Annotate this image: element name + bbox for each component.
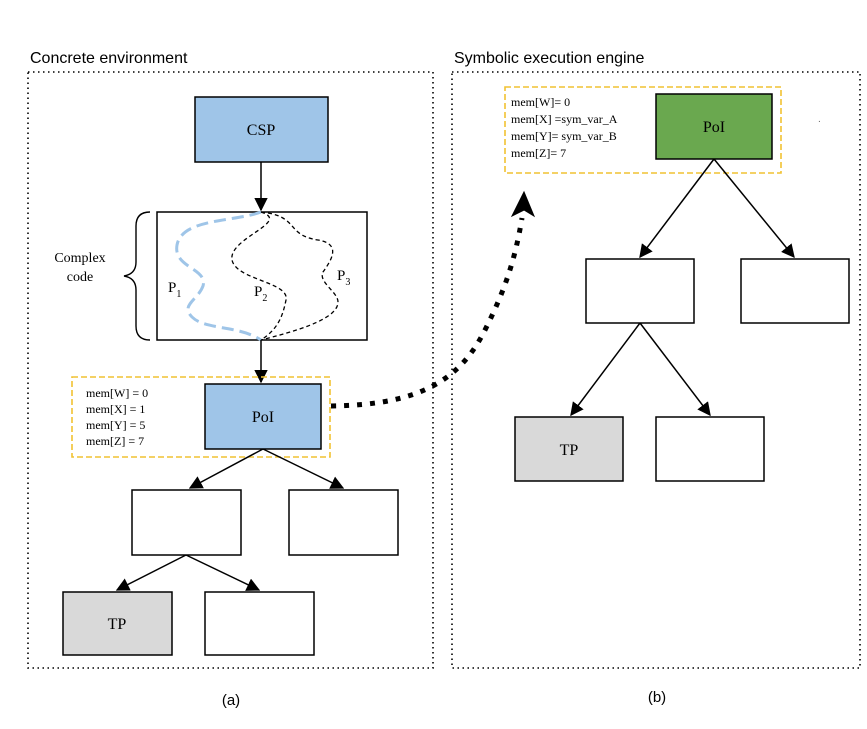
path-p3-label: P3 [337,268,350,288]
symbolic-left-node-left-branch [570,322,641,417]
complex-code-label-line2: code [67,270,93,285]
concrete-memory-line: mem[X] = 1 [86,402,145,416]
concrete-memory-highlight [71,376,331,458]
symbolic-memory-line: mem[Y]= sym_var_B [511,129,617,143]
symbolic-node-bottom-right [655,416,765,482]
symbolic-poi-box [655,93,773,160]
symbolic-node-left [585,258,695,324]
csp-box [194,96,329,163]
path-p1-label: P1 [168,280,181,300]
path-p3-curve [260,211,339,341]
left-panel-caption: (a) [222,692,240,709]
concrete-node-left [131,489,242,556]
csp-label: CSP [247,122,276,139]
symbolic-left-node-right-branch [639,322,711,417]
concrete-tp-label: TP [108,616,127,633]
complex-code-brace [123,211,151,341]
poi-left-branch [188,448,264,489]
right-panel-title: Symbolic execution engine [454,50,644,67]
symbolic-memory-line: mem[W]= 0 [511,95,570,109]
complex-code-label-line1: Complex [54,251,105,266]
stray-dot-mark: . [818,114,821,125]
concrete-memory-line: mem[W] = 0 [86,386,148,400]
symbolic-tp-label: TP [560,442,579,459]
left-panel-title: Concrete environment [30,50,188,67]
concrete-poi-label: PoI [252,409,274,426]
symbolic-poi-left-branch [639,158,715,259]
right-panel-frame [451,71,861,669]
concrete-memory-list: mem[W] = 0 mem[X] = 1 mem[Y] = 5 mem[Z] … [86,386,148,448]
poi-right-branch [262,448,345,489]
path-p1-curve [175,210,262,342]
symbolic-memory-line: mem[Z]= 7 [511,146,566,160]
state-transfer-arrowhead [510,190,536,218]
concrete-poi-box [204,383,322,450]
symbolic-poi-label: PoI [703,119,725,136]
concrete-tp-box [62,591,173,656]
symbolic-memory-list: mem[W]= 0 mem[X] =sym_var_A mem[Y]= sym_… [511,95,618,160]
symbolic-memory-highlight [504,86,782,174]
concrete-node-right [288,489,399,556]
concrete-memory-line: mem[Z] = 7 [86,434,144,448]
symbolic-poi-right-branch [713,158,795,259]
path-p2-curve [231,211,287,341]
symbolic-tp-box [514,416,624,482]
path-p2-label: P2 [254,284,267,304]
symbolic-node-right [740,258,850,324]
concrete-memory-line: mem[Y] = 5 [86,418,145,432]
symbolic-memory-line: mem[X] =sym_var_A [511,112,618,126]
left-node-right-branch [185,554,261,591]
concrete-node-bottom-right [204,591,315,656]
left-node-left-branch [115,554,187,591]
right-panel-caption: (b) [648,689,666,706]
